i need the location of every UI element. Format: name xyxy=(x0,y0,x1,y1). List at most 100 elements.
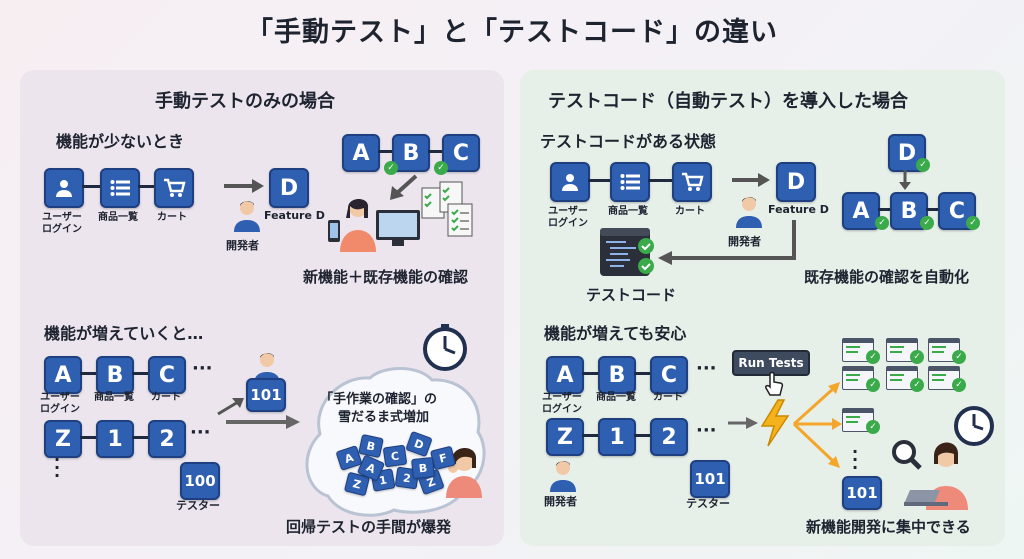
run-tests-label: Run Tests xyxy=(738,356,804,370)
catalog-feature-box xyxy=(100,168,140,208)
box-c: C xyxy=(148,356,186,394)
test-code-label: テストコード xyxy=(586,286,677,304)
box-z: Z xyxy=(44,420,82,458)
developer-label: 開発者 xyxy=(544,495,577,508)
developer-label: 開発者 xyxy=(728,235,761,248)
catalog-label: 商品一覧 xyxy=(94,392,134,403)
arrow-right-icon xyxy=(224,179,264,193)
cart-label: カート xyxy=(151,392,181,403)
lightning-bolt-icon xyxy=(760,399,790,447)
cart-feature-box xyxy=(672,162,712,202)
vertical-ellipsis: ··· xyxy=(54,450,61,485)
with-code-heading: テストコードがある状態 xyxy=(540,132,717,151)
arrow-down-icon xyxy=(899,170,911,190)
count-101-box: 101 xyxy=(246,378,286,412)
user-icon xyxy=(56,180,72,197)
snowball-letter-tile: C xyxy=(382,444,408,468)
snowball-letter-tile: B xyxy=(411,456,435,480)
box-a: A xyxy=(546,356,584,394)
login-label: ユーザーログイン xyxy=(40,392,80,415)
developer-icon xyxy=(234,201,260,232)
arrow-down-left-icon xyxy=(390,174,418,200)
many-features-heading: 機能が増えていくと… xyxy=(44,324,204,343)
feature-d-box: D xyxy=(269,168,309,208)
check-icon: ✓ xyxy=(875,216,889,230)
check-icon: ✓ xyxy=(916,158,930,172)
box-a: A xyxy=(842,192,880,230)
login-label: ユーザーログイン xyxy=(42,212,82,235)
cursor-hand-icon xyxy=(765,371,784,396)
checklist-icon xyxy=(421,181,473,237)
check-icon: ✓ xyxy=(910,350,924,364)
snowball-letter-tile: B xyxy=(358,433,384,459)
page-title: 「手動テスト」と「テストコード」の違い xyxy=(246,17,778,48)
check-icon: ✓ xyxy=(434,161,448,175)
box-c: C xyxy=(442,134,480,172)
feature-d-label: Feature D xyxy=(768,203,829,216)
count-101-result-box: 101 xyxy=(842,476,882,510)
box-b: B xyxy=(96,356,134,394)
test-result-window xyxy=(842,408,874,432)
box-2: 2 xyxy=(650,418,688,456)
test-code-panel: テストコード（自動テスト）を導入した場合 テストコードがある状態 ユーザーログイ… xyxy=(520,70,1005,546)
cart-icon xyxy=(682,172,704,191)
arrow-icon xyxy=(217,398,244,416)
tester-label: テスター xyxy=(686,497,730,510)
box-2: 2 xyxy=(148,420,186,458)
few-features-heading: 機能が少ないとき xyxy=(56,132,185,151)
box-b: B xyxy=(890,192,928,230)
developer-label: 開発者 xyxy=(226,239,259,252)
check-icon: ✓ xyxy=(910,378,924,392)
clock-icon xyxy=(423,324,467,371)
code-window-icon xyxy=(600,228,654,276)
box-c: C xyxy=(650,356,688,394)
list-icon xyxy=(110,180,130,196)
arrow-right-icon xyxy=(226,415,300,429)
developer-icon xyxy=(736,197,762,228)
count-100-box: 100 xyxy=(180,462,220,500)
box-z: Z xyxy=(546,418,584,456)
box-a: A xyxy=(342,134,380,172)
worried-person-icon xyxy=(446,448,482,498)
clock-icon xyxy=(954,406,994,446)
catalog-feature-box xyxy=(610,162,650,202)
user-icon xyxy=(562,174,578,191)
box-b: B xyxy=(392,134,430,172)
box-1: 1 xyxy=(96,420,134,458)
login-feature-box xyxy=(44,168,84,208)
check-icon: ✓ xyxy=(920,216,934,230)
run-tests-button[interactable]: Run Tests xyxy=(732,350,810,376)
tester-label: テスター xyxy=(176,499,220,512)
few-features-caption: 新機能＋既存機能の確認 xyxy=(303,268,469,286)
tester-with-devices-icon xyxy=(328,199,420,252)
arrow-right-icon xyxy=(728,417,758,429)
arrow-right-icon xyxy=(732,173,770,187)
cart-label: カート xyxy=(157,212,187,223)
check-icon: ✓ xyxy=(866,420,880,434)
check-icon: ✓ xyxy=(866,378,880,392)
manual-panel-heading: 手動テストのみの場合 xyxy=(155,91,335,112)
developer-icon xyxy=(550,461,576,492)
feature-d-label: Feature D xyxy=(264,209,325,222)
box-1: 1 xyxy=(598,418,636,456)
cart-icon xyxy=(164,178,186,197)
ellipsis: ··· xyxy=(696,420,717,441)
check-icon: ✓ xyxy=(952,350,966,364)
check-icon: ✓ xyxy=(952,378,966,392)
ellipsis: ··· xyxy=(696,358,717,379)
snowball-text-line1: 「手作業の確認」の xyxy=(320,392,438,407)
box-b: B xyxy=(598,356,636,394)
login-label: ユーザーログイン xyxy=(548,206,588,229)
many-features-caption: 回帰テストの手間が爆発 xyxy=(286,518,452,536)
check-icon: ✓ xyxy=(384,161,398,175)
many-features-safe-caption: 新機能開発に集中できる xyxy=(806,518,971,536)
branching-arrows-icon xyxy=(792,382,842,468)
vertical-ellipsis: ··· xyxy=(852,442,859,477)
manual-test-panel: 手動テストのみの場合 機能が少ないとき ユーザーログイン 商品一覧 カート D … xyxy=(20,70,504,546)
developer-at-laptop-icon xyxy=(892,440,968,510)
ellipsis: ··· xyxy=(190,422,211,443)
login-label: ユーザーログイン xyxy=(542,392,582,415)
feature-d-box: D xyxy=(776,162,816,202)
arrow-to-test-code-icon xyxy=(658,220,796,265)
cart-label: カート xyxy=(675,206,705,217)
